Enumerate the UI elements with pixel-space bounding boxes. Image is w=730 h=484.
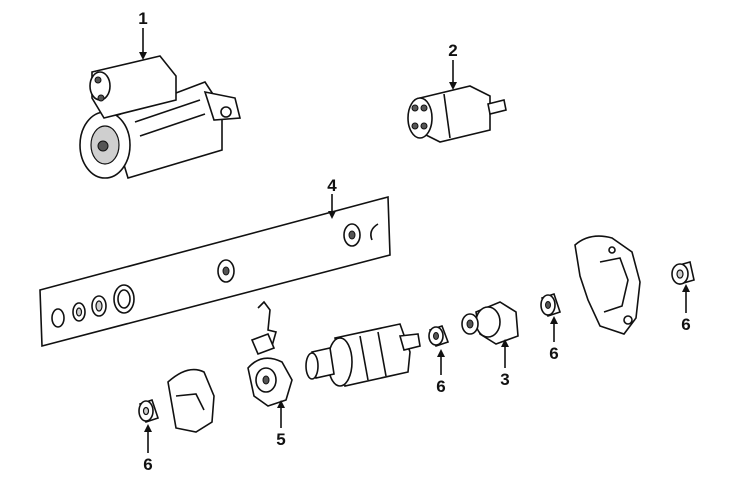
bushing-part-middle (428, 324, 450, 348)
callout-1: 1 (138, 9, 147, 28)
callout-6-middle: 6 (436, 377, 445, 396)
callout-3: 3 (500, 370, 509, 389)
callout-4: 4 (327, 176, 337, 195)
bushing-part-far-right (671, 260, 695, 286)
callout-2: 2 (448, 41, 457, 60)
callout-6-right: 6 (549, 344, 558, 363)
armature-part (305, 323, 421, 387)
drive-end-housing (574, 235, 641, 335)
brush-holder-part (247, 300, 293, 407)
callout-5: 5 (276, 430, 285, 449)
solenoid-part (407, 85, 507, 143)
drive-pinion-part (461, 301, 519, 345)
callout-6-far-right: 6 (681, 315, 690, 334)
callout-6-left: 6 (143, 455, 152, 474)
repair-kit-panel (39, 195, 391, 348)
bushing-part-right (540, 292, 562, 318)
starter-motor-part (79, 55, 242, 179)
end-cap-part (167, 368, 215, 433)
bushing-part-left (138, 398, 160, 424)
